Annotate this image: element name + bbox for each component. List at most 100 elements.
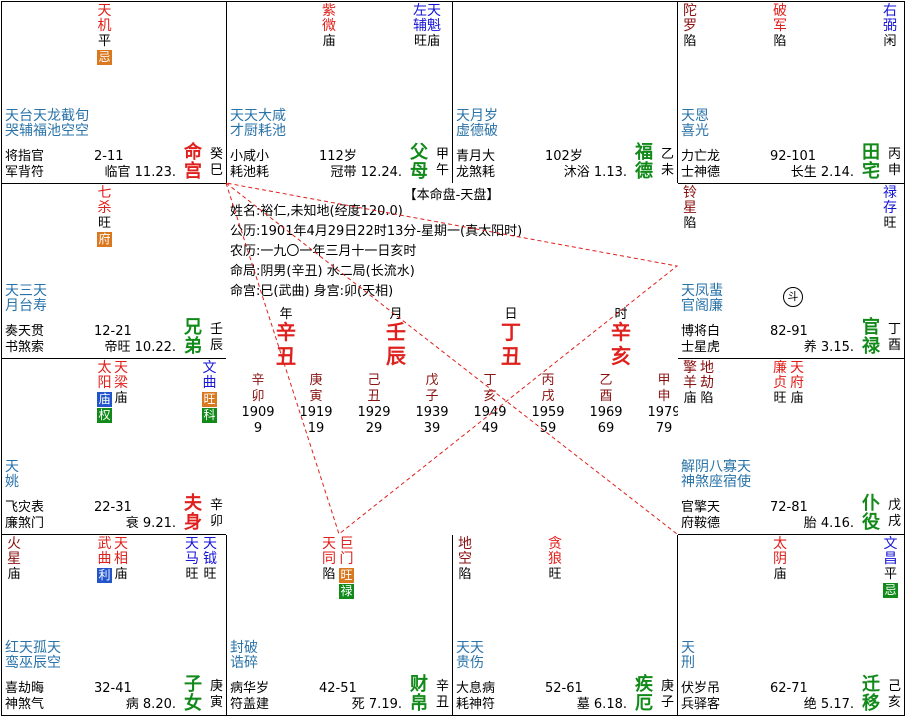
minor-char: 官 (681, 298, 695, 314)
palace-char: 官 (862, 317, 880, 338)
minor-char: 岁 (484, 108, 498, 124)
dayun-zhi: 亥 (483, 389, 497, 404)
minor-stars: 天刑 (681, 641, 695, 671)
minor-char: 鸾 (5, 655, 19, 671)
changsheng-date: 胎 4.16. (803, 516, 854, 531)
palace-name[interactable]: 兄弟 (184, 318, 202, 356)
ganzhi-char: 辛 (435, 679, 449, 694)
palace-name[interactable]: 仆役 (862, 494, 880, 532)
palace-name[interactable]: 夫身 (184, 494, 202, 532)
pillar: 辛亥 (606, 320, 636, 368)
minor-char: 阴 (695, 459, 709, 475)
minor-char: 辰 (33, 655, 47, 671)
star-char: 天 (97, 3, 112, 19)
minor-char: 龙 (47, 108, 61, 124)
dayun-zhi: 子 (425, 389, 439, 404)
minor-stars: 天才天厨大耗咸池 (230, 109, 286, 139)
star-char: 府 (790, 375, 804, 391)
star-char: 贞 (773, 375, 787, 391)
dayun-age: 69 (597, 421, 615, 436)
ganzhi-char: 午 (435, 163, 449, 178)
ganzhi-char: 亥 (887, 695, 901, 710)
palace-name[interactable]: 命宫 (184, 143, 202, 181)
major-stars: 七杀旺府 (2, 186, 226, 247)
minor-star: 截空 (61, 109, 75, 139)
star-char: 破 (773, 3, 787, 19)
god-row-2: 书煞索 (5, 340, 45, 355)
palace-name[interactable]: 福德 (635, 143, 653, 181)
star-char: 天 (203, 536, 217, 552)
star-char: 弼 (883, 18, 897, 34)
brightness: 陷 (683, 216, 697, 231)
star-char: 天 (185, 536, 199, 552)
minor-star: 咸池 (272, 109, 286, 139)
minor-stars: 红鸾天巫孤辰天空 (5, 641, 61, 671)
minor-char: 座 (709, 474, 723, 490)
star-擎羊: 擎羊庙 (683, 360, 697, 407)
palace-name[interactable]: 疾厄 (635, 675, 653, 713)
palace-name[interactable]: 子女 (184, 675, 202, 713)
palace-name[interactable]: 父母 (410, 143, 428, 181)
star-char: 擎 (683, 360, 697, 376)
dayun-year: 1919 (299, 405, 333, 420)
palace-char: 迁 (862, 674, 880, 695)
minor-star: 天使 (737, 460, 751, 490)
hua-badge: 忌 (97, 50, 112, 65)
brightness: 庙 (114, 391, 128, 406)
palace-char: 役 (862, 512, 880, 533)
minor-star: 天喜 (681, 109, 695, 139)
minor-char: 池 (272, 123, 286, 139)
minor-char: 天 (33, 108, 47, 124)
god-row-1: 喜劫晦 (5, 681, 45, 696)
ganzhi-char: 庚 (209, 679, 223, 694)
dayun-age: 9 (253, 421, 263, 436)
star-天相: 天相庙 (114, 537, 128, 583)
palace-name[interactable]: 财帛 (410, 675, 428, 713)
pillar-char: 辰 (386, 344, 406, 368)
dayun-year: 1979 (647, 405, 678, 420)
minor-char: 台 (19, 108, 33, 124)
changsheng-date: 临官 11.23. (104, 165, 176, 180)
dayun-year: 1909 (241, 405, 275, 420)
major-stars: 太阴庙文昌平忌 (678, 537, 904, 598)
palace-name[interactable]: 迁移 (862, 675, 880, 713)
pillar: 辛丑 (271, 320, 301, 368)
minor-star: 孤辰 (33, 641, 47, 671)
minor-char: 德 (470, 123, 484, 139)
age-range: 62-71 (770, 681, 808, 696)
star-char: 微 (322, 18, 336, 34)
brightness: 陷 (773, 34, 787, 49)
palace-name[interactable]: 官禄 (862, 318, 880, 356)
god-row-1: 博将白 (681, 324, 721, 339)
star-char: 紫 (322, 3, 336, 19)
ganzhi: 壬辰 (210, 322, 223, 354)
palace-char: 财 (410, 674, 428, 695)
minor-char: 天 (456, 108, 470, 124)
age-range: 2-11 (94, 149, 124, 164)
minor-char: 才 (230, 123, 244, 139)
ganzhi: 甲午 (436, 147, 449, 179)
palace-name[interactable]: 田宅 (862, 143, 880, 181)
minor-char: 天 (470, 640, 484, 656)
brightness: 旺 (185, 567, 199, 582)
star-紫微: 紫微庙 (322, 3, 336, 50)
minor-char: 大 (258, 108, 272, 124)
palace-char: 德 (635, 161, 653, 182)
minor-char: 廉 (709, 298, 723, 314)
minor-char: 解 (681, 459, 695, 475)
ganzhi-char: 子 (660, 695, 674, 710)
palace-char: 帛 (410, 693, 428, 714)
